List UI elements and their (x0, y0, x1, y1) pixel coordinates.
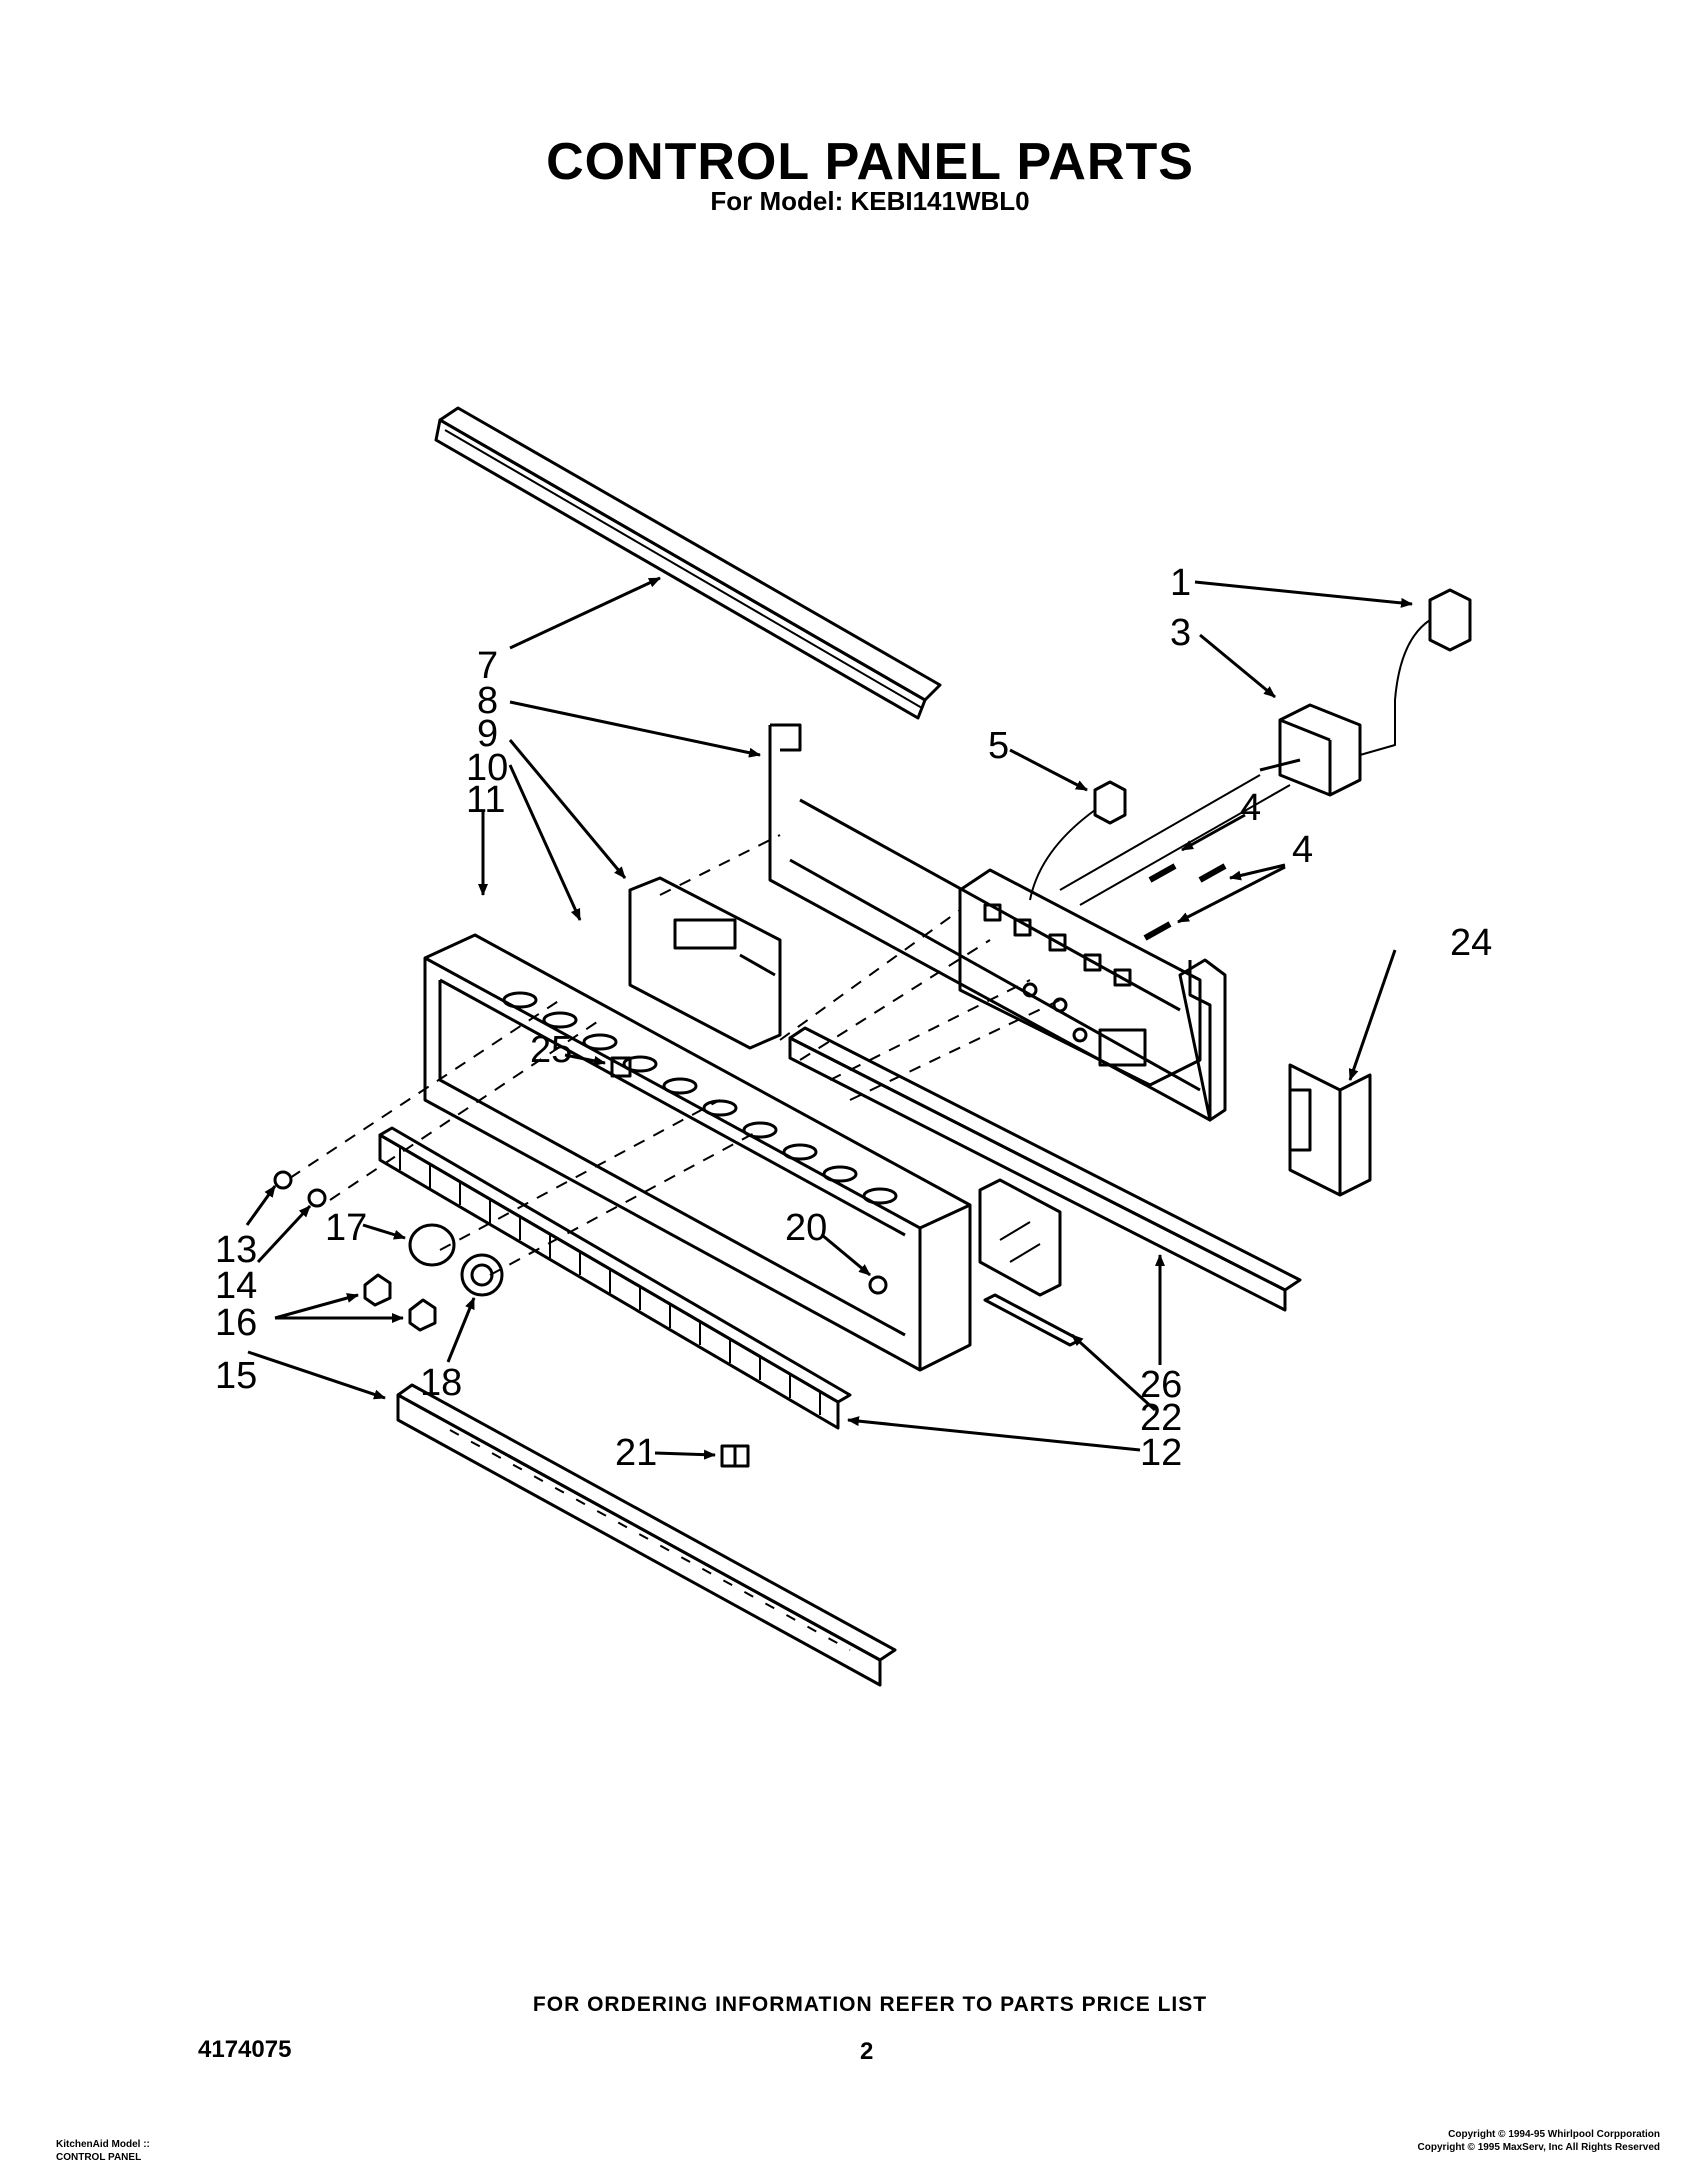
callout-22: 22 (1140, 1397, 1182, 1439)
callout-15: 15 (215, 1355, 257, 1397)
knob-disc (408, 1223, 456, 1267)
callout-20: 20 (785, 1207, 827, 1249)
callout-18: 18 (420, 1362, 462, 1404)
spacer (610, 1056, 632, 1078)
control-board (958, 868, 1202, 1087)
switch-module (1259, 703, 1362, 797)
glass-panel (978, 1178, 1062, 1297)
callout-17: 17 (325, 1207, 367, 1249)
lower-rail (788, 1026, 1302, 1312)
callout-8: 8 (477, 680, 498, 722)
panel-screw (868, 1275, 888, 1295)
callout-25: 25 (530, 1029, 572, 1071)
callout-26: 26 (1140, 1364, 1182, 1406)
callout-7: 7 (477, 645, 498, 687)
callout-14: 14 (215, 1265, 257, 1307)
screws (273, 1170, 327, 1208)
ordering-note: FOR ORDERING INFORMATION REFER TO PARTS … (532, 1993, 1208, 2016)
page-title: CONTROL PANEL PARTS (546, 133, 1194, 191)
bottom-trim-strip (396, 1383, 897, 1687)
callout-5: 5 (988, 725, 1009, 767)
page-number: 2 (860, 2038, 874, 2065)
assembly-lines (289, 834, 1061, 1276)
connector-plug (1359, 588, 1472, 756)
knob-inserts (363, 1273, 437, 1332)
model-subtitle: For Model: KEBI141WBL0 (710, 186, 1030, 216)
callout-9: 9 (477, 713, 498, 755)
callout-12: 12 (1140, 1432, 1182, 1474)
callout-3: 3 (1170, 612, 1191, 654)
callout-24: 24 (1450, 922, 1492, 964)
footer-model-info: KitchenAid Model :: CONTROL PANEL (56, 2138, 150, 2164)
callout-4-lower: 4 (1292, 829, 1313, 871)
side-bracket (1288, 1063, 1372, 1197)
callout-11: 11 (466, 779, 505, 821)
small-clip (1029, 780, 1127, 901)
callout-16: 16 (215, 1302, 257, 1344)
callout-4-upper: 4 (1240, 787, 1261, 829)
callout-21: 21 (615, 1432, 657, 1474)
lower-rail-strip (983, 1293, 1082, 1347)
callout-13: 13 (215, 1229, 257, 1271)
standoffs (1143, 863, 1227, 941)
leader-arrows (245, 576, 1413, 1460)
top-trim-strip (434, 406, 942, 720)
footer-left-line2: CONTROL PANEL (56, 2152, 142, 2163)
footer-left-line1: KitchenAid Model :: (56, 2139, 150, 2150)
copyright-line1: Copyright © 1994-95 Whirlpool Corpporati… (1448, 2129, 1660, 2140)
callout-1: 1 (1170, 562, 1191, 604)
mounting-bracket (768, 723, 1227, 1122)
document-number: 4174075 (198, 2036, 292, 2063)
display-module (628, 876, 782, 1050)
copyright-line2: Copyright © 1995 MaxServ, Inc All Rights… (1417, 2142, 1660, 2153)
vent-grille (378, 1126, 852, 1430)
clip (720, 1444, 750, 1468)
knob (460, 1253, 504, 1297)
callout-10: 10 (466, 747, 508, 789)
footer-copyright: Copyright © 1994-95 Whirlpool Corpporati… (1418, 2128, 1660, 2154)
